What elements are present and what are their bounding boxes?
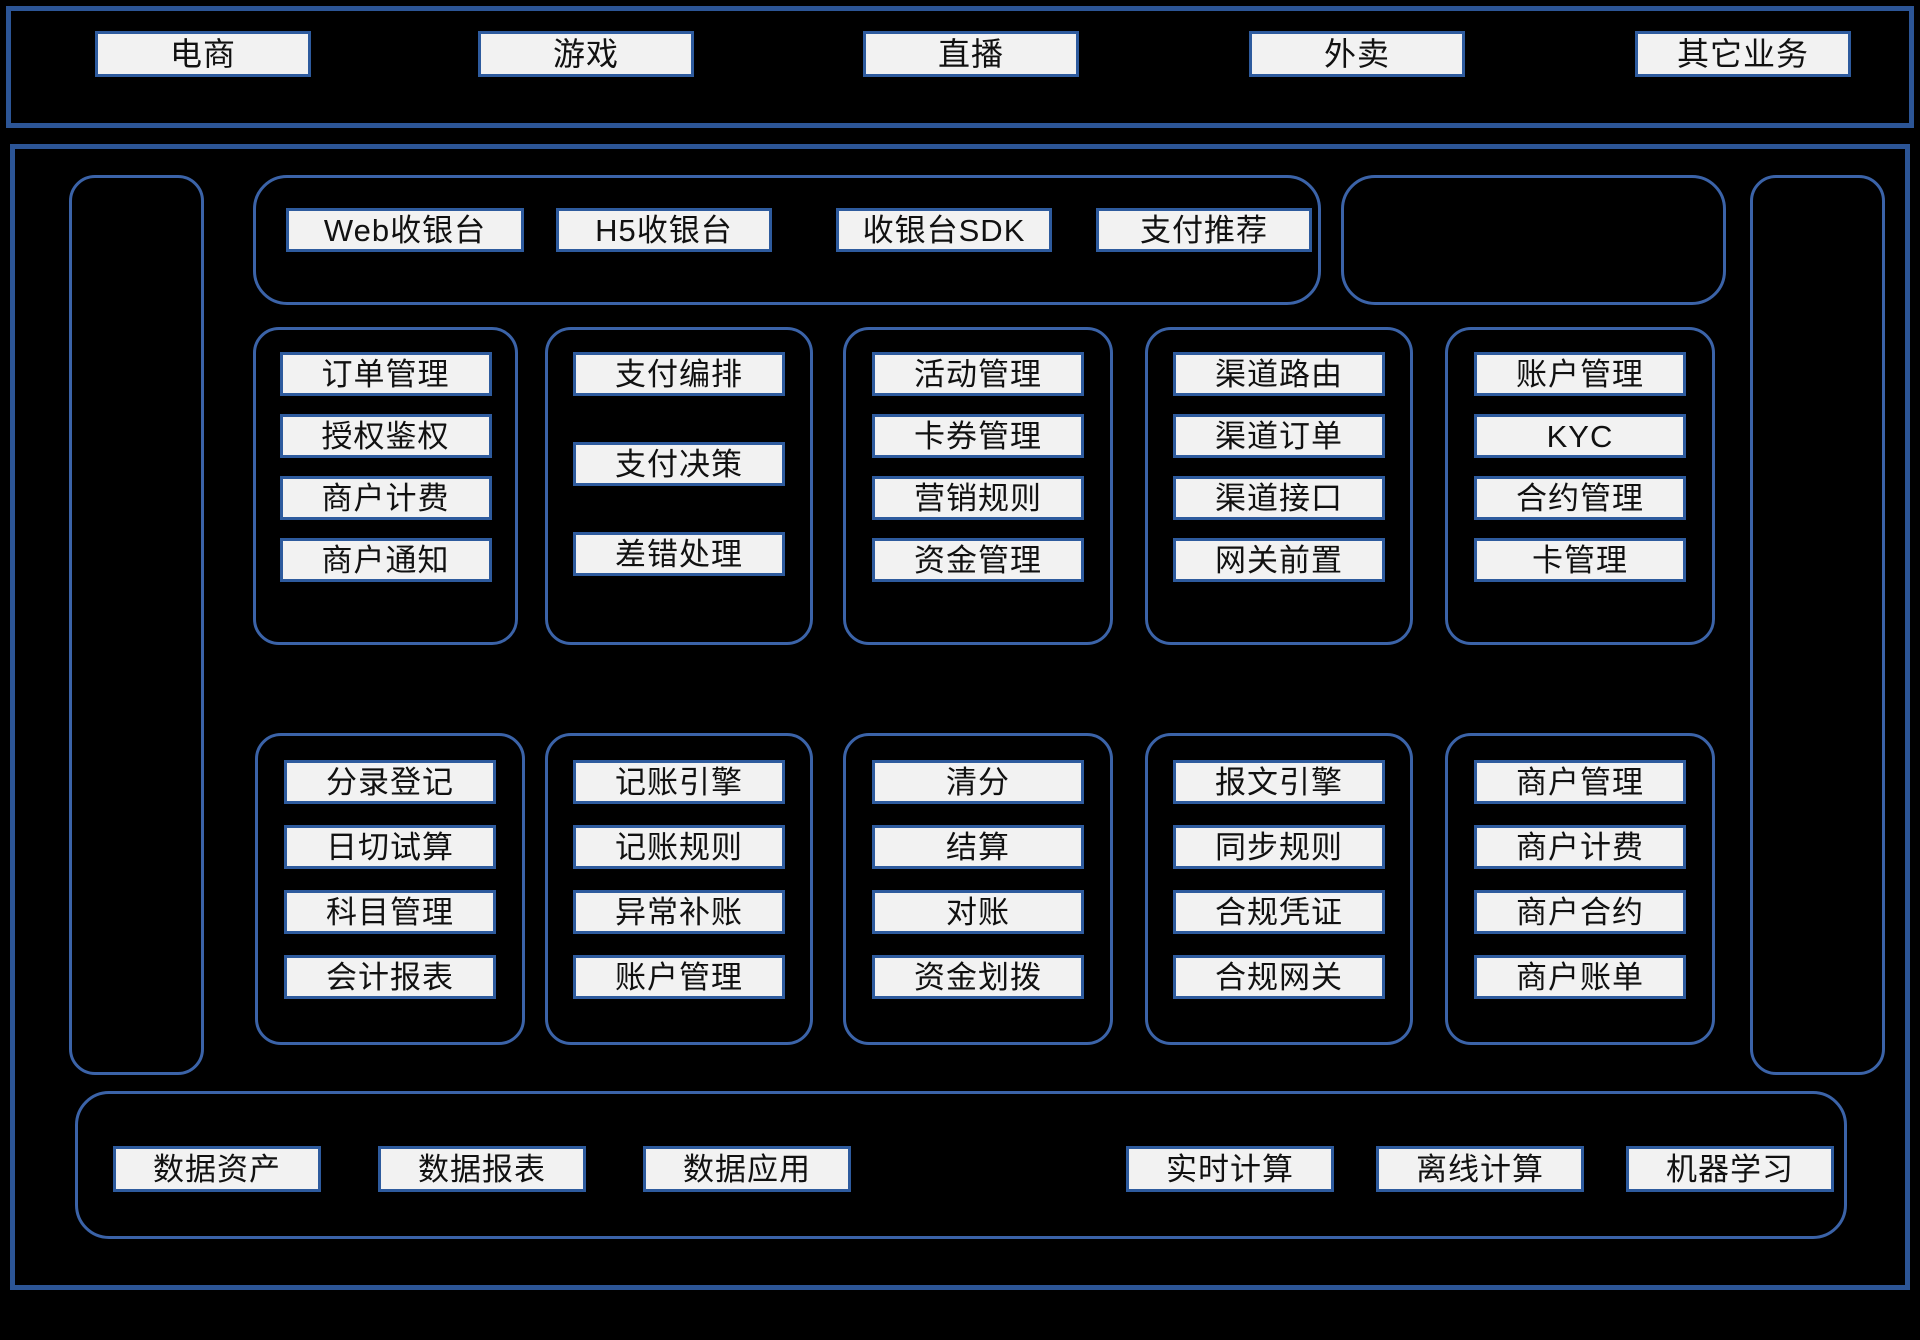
data-group: 数据资产 数据报表 数据应用 实时计算 离线计算 机器学习 [75,1091,1847,1239]
accounting-item-trial[interactable]: 日切试算 [284,825,496,869]
payment-group: 支付编排 支付决策 差错处理 [545,327,813,645]
order-item-merchant-billing[interactable]: 商户计费 [279,476,492,520]
right-side-column [1750,175,1885,1075]
marketing-group: 活动管理 卡券管理 营销规则 资金管理 [843,327,1113,645]
bookkeeping-item-exception[interactable]: 异常补账 [573,890,785,934]
data-item-ml[interactable]: 机器学习 [1626,1146,1834,1192]
clearing-item-transfer[interactable]: 资金划拨 [872,955,1084,999]
data-item-application[interactable]: 数据应用 [643,1146,851,1192]
platform-layer-frame: Web收银台 H5收银台 收银台SDK 支付推荐 订单管理 授权鉴权 商户计费 … [10,144,1910,1290]
account-group: 账户管理 KYC 合约管理 卡管理 [1445,327,1715,645]
bookkeeping-item-engine[interactable]: 记账引擎 [573,760,785,804]
order-item-order-management[interactable]: 订单管理 [279,352,492,396]
payment-item-error-handling[interactable]: 差错处理 [573,532,785,576]
marketing-item-coupon[interactable]: 卡券管理 [872,414,1084,458]
order-item-authorization[interactable]: 授权鉴权 [279,414,492,458]
bookkeeping-item-rules[interactable]: 记账规则 [573,825,785,869]
payment-item-orchestration[interactable]: 支付编排 [573,352,785,396]
clearing-item-reconcile[interactable]: 对账 [872,890,1084,934]
accounting-item-entry[interactable]: 分录登记 [284,760,496,804]
marketing-item-fund-mgmt[interactable]: 资金管理 [872,538,1084,582]
account-item-kyc[interactable]: KYC [1474,414,1686,458]
cashier-side-group [1341,175,1726,305]
bookkeeping-item-account[interactable]: 账户管理 [573,955,785,999]
channel-item-order[interactable]: 渠道订单 [1173,414,1385,458]
cashier-item-h5[interactable]: H5收银台 [556,208,772,252]
data-item-realtime[interactable]: 实时计算 [1126,1146,1334,1192]
cashier-group: Web收银台 H5收银台 收银台SDK 支付推荐 [253,175,1321,305]
data-item-report[interactable]: 数据报表 [378,1146,586,1192]
account-item-contract[interactable]: 合约管理 [1474,476,1686,520]
channel-item-api[interactable]: 渠道接口 [1173,476,1385,520]
merchant-item-billing[interactable]: 商户计费 [1474,825,1686,869]
order-item-merchant-notify[interactable]: 商户通知 [279,538,492,582]
business-item-live[interactable]: 直播 [863,31,1079,77]
left-side-column [69,175,204,1075]
channel-group: 渠道路由 渠道订单 渠道接口 网关前置 [1145,327,1413,645]
compliance-item-message-engine[interactable]: 报文引擎 [1173,760,1385,804]
payment-item-decision[interactable]: 支付决策 [573,442,785,486]
business-item-game[interactable]: 游戏 [478,31,694,77]
cashier-item-advice[interactable]: 支付推荐 [1096,208,1312,252]
marketing-item-campaign[interactable]: 活动管理 [872,352,1084,396]
business-item-other[interactable]: 其它业务 [1635,31,1851,77]
compliance-group: 报文引擎 同步规则 合规凭证 合规网关 [1145,733,1413,1045]
account-item-card[interactable]: 卡管理 [1474,538,1686,582]
accounting-group: 分录登记 日切试算 科目管理 会计报表 [255,733,525,1045]
account-item-account-mgmt[interactable]: 账户管理 [1474,352,1686,396]
cashier-item-web[interactable]: Web收银台 [286,208,524,252]
merchant-item-management[interactable]: 商户管理 [1474,760,1686,804]
channel-item-gateway[interactable]: 网关前置 [1173,538,1385,582]
merchant-item-statement[interactable]: 商户账单 [1474,955,1686,999]
order-group: 订单管理 授权鉴权 商户计费 商户通知 [253,327,518,645]
cashier-item-sdk[interactable]: 收银台SDK [836,208,1052,252]
business-item-ecommerce[interactable]: 电商 [95,31,311,77]
marketing-item-rules[interactable]: 营销规则 [872,476,1084,520]
accounting-item-report[interactable]: 会计报表 [284,955,496,999]
business-item-takeout[interactable]: 外卖 [1249,31,1465,77]
compliance-item-gateway[interactable]: 合规网关 [1173,955,1385,999]
data-item-offline[interactable]: 离线计算 [1376,1146,1584,1192]
merchant-group: 商户管理 商户计费 商户合约 商户账单 [1445,733,1715,1045]
clearing-item-settle[interactable]: 结算 [872,825,1084,869]
clearing-group: 清分 结算 对账 资金划拨 [843,733,1113,1045]
channel-item-routing[interactable]: 渠道路由 [1173,352,1385,396]
bookkeeping-group: 记账引擎 记账规则 异常补账 账户管理 [545,733,813,1045]
clearing-item-split[interactable]: 清分 [872,760,1084,804]
accounting-item-subject[interactable]: 科目管理 [284,890,496,934]
compliance-item-sync-rules[interactable]: 同步规则 [1173,825,1385,869]
business-layer-frame: 电商 游戏 直播 外卖 其它业务 [6,6,1914,128]
merchant-item-contract[interactable]: 商户合约 [1474,890,1686,934]
data-item-asset[interactable]: 数据资产 [113,1146,321,1192]
compliance-item-voucher[interactable]: 合规凭证 [1173,890,1385,934]
